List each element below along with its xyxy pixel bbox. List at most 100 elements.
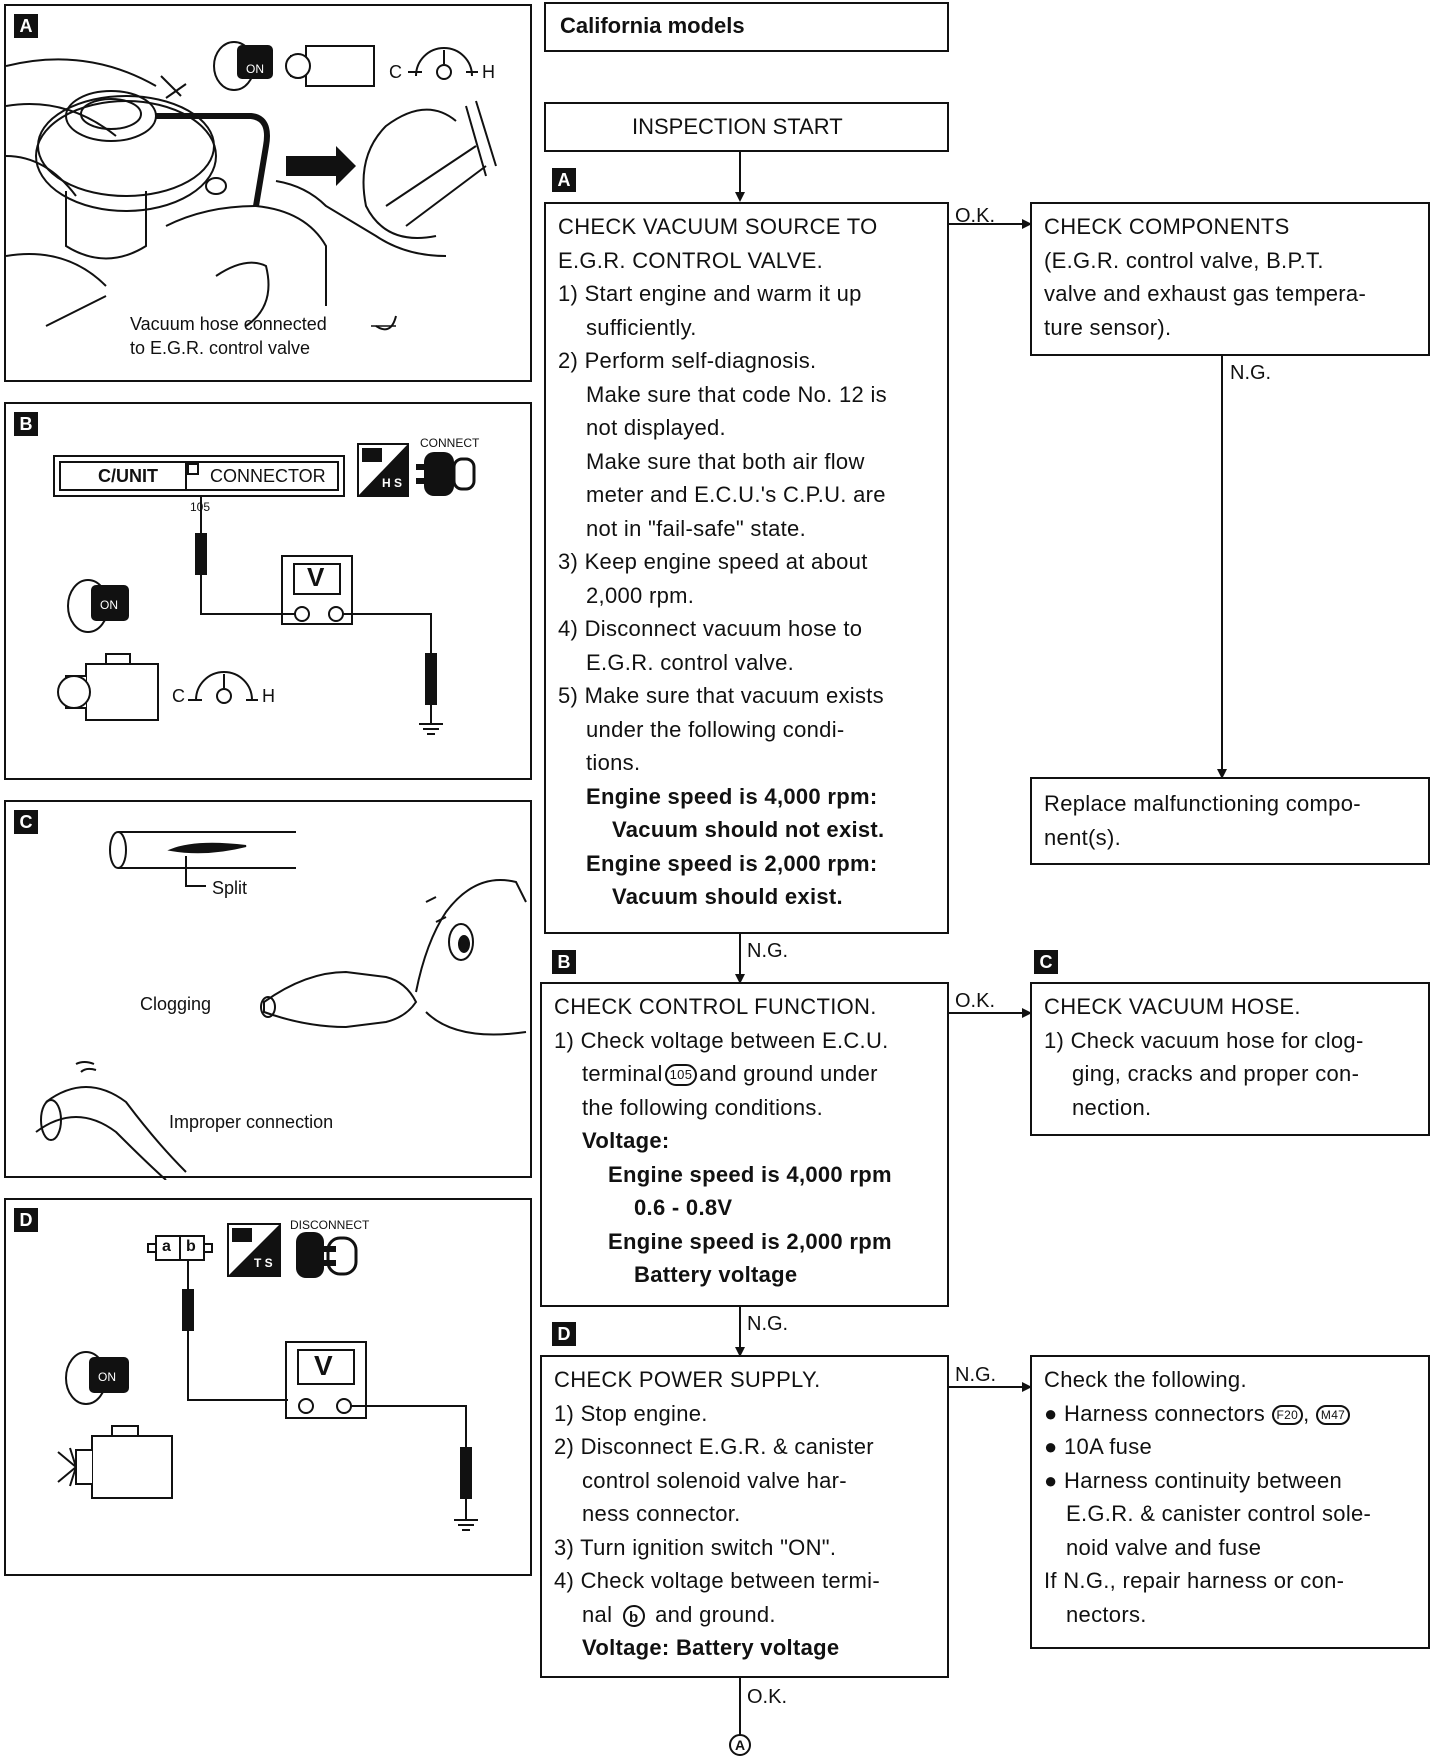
end-connector-letter: A [734,1737,746,1753]
condition-line: Vacuum should not exist. [612,817,885,842]
ng-label-a: N.G. [747,940,789,962]
line: not displayed. [586,415,726,440]
line: If N.G., repair harness or con- [1044,1568,1345,1593]
vacuum-hose-caption-2: to E.G.R. control valve [130,338,311,358]
inspection-start-label: INSPECTION START [632,114,843,139]
ng-label-components: N.G. [1230,362,1272,384]
temperature-gauge-icon [408,47,478,80]
line: E.G.R. CONTROL VALVE. [558,247,824,273]
ts-check-icon [227,1223,281,1277]
continuity-line: Harness continuity between [1064,1467,1343,1493]
condition-line: Engine speed is 2,000 rpm [608,1228,892,1254]
connector-f20-badge: F20 [1271,1404,1304,1425]
vacuum-hose-caption-1: Vacuum hose connected [130,314,327,334]
panel-d: D [4,1198,532,1576]
ok-label-b: O.K. [955,990,996,1012]
condition-line: Engine speed is 4,000 rpm [608,1161,892,1187]
terminal-b-letter: b [628,1608,639,1626]
ignition-key-icon [65,1351,129,1405]
nal-word: nal [582,1601,613,1627]
line: 1) Start engine and warm it up [558,281,862,306]
replace-box: Replace malfunctioning compo- nent(s). [1030,777,1430,865]
panel-c-tag: C [14,810,38,834]
line: CHECK POWER SUPPLY. [554,1367,821,1392]
panel-a-tag: A [14,14,38,38]
bullet-line: ● Harness continuity between [1044,1467,1343,1493]
bullet-line: ● 10A fuse [1044,1434,1153,1459]
line: CHECK CONTROL FUNCTION. [554,994,877,1019]
connector-m47: M47 [1320,1407,1346,1422]
line: (E.G.R. control valve, B.P.T. [1044,247,1324,273]
check-components-text: CHECK COMPONENTS (E.G.R. control valve, … [1044,210,1366,344]
condition-line: Engine speed is 4,000 rpm: [586,783,878,809]
condition-line: Battery voltage [634,1262,798,1287]
connector-label: CONNECTOR [210,466,326,486]
ng-label-b: N.G. [747,1313,789,1335]
panel-b-tag: B [14,412,38,436]
tag-c: C [1034,950,1058,974]
line: 4) Disconnect vacuum hose to [558,616,863,641]
panel-a: A [4,4,532,382]
check-vacuum-source-text: CHECK VACUUM SOURCE TO E.G.R. CONTROL VA… [558,210,887,914]
line: E.G.R. control valve. [586,649,795,675]
voltage-label: Voltage: [582,1128,670,1153]
harness-connectors: Harness connectors [1064,1400,1266,1426]
gauge-h-label: H [482,62,495,82]
egr-valve-illustration [6,41,497,331]
power-supply-wiring-illustration [57,1223,478,1531]
hs-label: H S [382,476,403,490]
terminal-105-number: 105 [669,1067,693,1083]
line: ture sensor). [1044,314,1172,340]
engine-icon [285,45,375,87]
check-vacuum-hose-text: CHECK VACUUM HOSE. 1) Check vacuum hose … [1044,990,1364,1124]
vacuum-hose-illustration [35,831,527,1180]
line: meter and E.C.U.'s C.P.U. are [586,482,886,507]
check-vacuum-hose-box: CHECK VACUUM HOSE. 1) Check vacuum hose … [1030,982,1430,1136]
clogging-label: Clogging [140,994,212,1014]
check-components-box: CHECK COMPONENTS (E.G.R. control valve, … [1030,202,1430,356]
replace-text: Replace malfunctioning compo- nent(s). [1044,787,1361,854]
connect-plug-icon [416,452,476,496]
tag-b: B [552,950,576,974]
line: 1) Check vacuum hose for clog- [1044,1027,1364,1053]
line: Make sure that both air flow [586,448,865,474]
line: CHECK VACUUM SOURCE TO [558,214,878,239]
check-following-text: Check the following. ● Harness connector… [1044,1363,1371,1631]
line: 2,000 rpm. [586,582,695,608]
line: Check the following. [1044,1367,1247,1392]
panel-c: C Split Clogging Improper connection [4,800,532,1180]
line: CHECK COMPONENTS [1044,214,1290,239]
terminal-105-badge: 105 [664,1064,698,1087]
connector-f20: F20 [1276,1407,1299,1422]
pin-105-label: 105 [190,500,211,514]
line: the following conditions. [582,1094,824,1120]
bullet-line: ● Harness connectors F20, M47 [1044,1397,1371,1431]
tag-a: A [552,168,576,192]
line: not in "fail-safe" state. [586,515,807,541]
california-models-label: California models [560,13,745,38]
check-control-function-box: CHECK CONTROL FUNCTION. 1) Check voltage… [540,982,949,1307]
key-on-label: ON [98,1370,116,1384]
disconnect-label: DISCONNECT [290,1218,370,1232]
line: Make sure that code No. 12 is [586,381,887,407]
line: CHECK VACUUM HOSE. [1044,994,1301,1019]
line: 5) Make sure that vacuum exists [558,683,884,708]
control-unit-wiring-illustration [53,443,476,735]
panel-b: B [4,402,532,780]
hs-check-icon [357,443,409,497]
ts-label: T S [254,1256,273,1270]
ok-label-a: O.K. [955,205,996,227]
and-ground: and ground. [655,1601,776,1627]
line: ness connector. [582,1501,741,1526]
line: E.G.R. & canister control sole- [1066,1501,1372,1526]
check-following-box: Check the following. ● Harness connector… [1030,1355,1430,1649]
terminal-word: terminal [582,1061,663,1086]
line: valve and exhaust gas tempera- [1044,281,1367,306]
california-models-box: California models [544,2,949,52]
line: 3) Keep engine speed at about [558,549,868,574]
voltmeter-label: V [314,1350,333,1381]
check-power-supply-text: CHECK POWER SUPPLY. 1) Stop engine. 2) D… [554,1363,880,1665]
engine-icon [57,653,159,721]
line: under the following condi- [586,716,845,742]
disconnect-plug-icon [296,1232,358,1278]
